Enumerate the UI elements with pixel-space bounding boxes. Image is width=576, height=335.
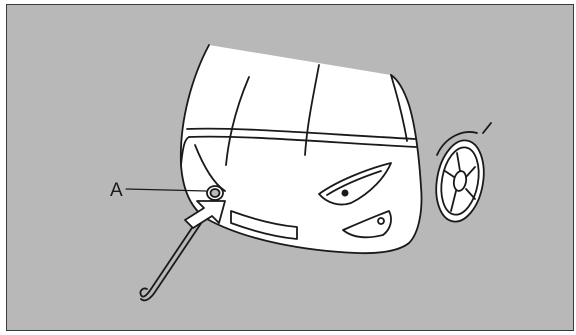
tow-hook-opening [207, 186, 223, 200]
car-front-illustration [7, 5, 574, 331]
callout-label-a: A [110, 181, 123, 200]
illustration-frame: A [6, 4, 574, 331]
front-wheel [430, 123, 491, 225]
